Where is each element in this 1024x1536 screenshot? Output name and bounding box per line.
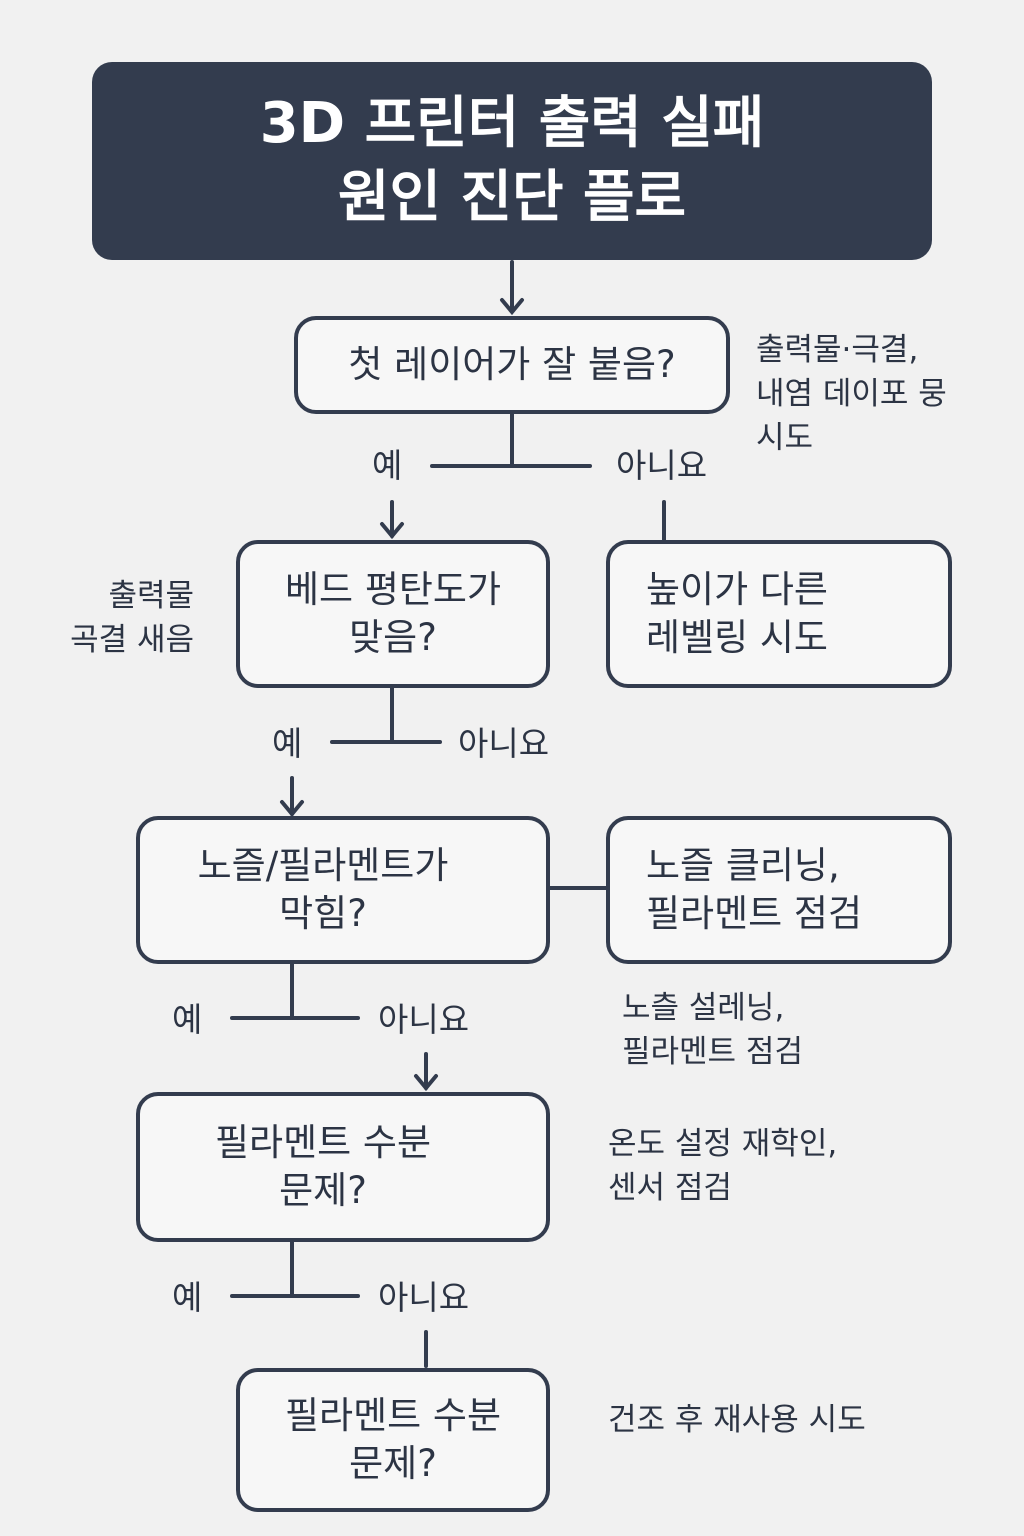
decision-filament-moisture-line-1: 필라멘트 수분 [214,1121,431,1164]
decision-filament-moisture-final-line-1: 필라멘트 수분 [284,1394,501,1437]
decision-nozzle-clog-line-1: 노즐/필라멘트가 [197,844,449,887]
title-line-1: 3D 프린터 출력 실패 [259,91,765,156]
branch-2-yes-label: 예 [272,724,303,763]
decision-filament-moisture-final-line-2: 문제? [349,1442,437,1485]
decision-bed-flatness-line-1: 베드 평탄도가 [284,568,501,611]
branch-4-no-label: 아니요 [378,1278,470,1317]
branch-3-no-label: 아니요 [378,1000,470,1039]
decision-filament-moisture: 필라멘트 수분 문제? [136,1092,550,1242]
note-dry-and-reuse: 건조 후 재사용 시도 [608,1398,866,1442]
decision-nozzle-clog-line-2: 막힘? [279,892,367,935]
decision-filament-moisture-final: 필라멘트 수분 문제? [236,1368,550,1512]
note-dry-and-reuse-line-1: 건조 후 재사용 시도 [608,1402,866,1438]
note-bed-flatness-line-2: 곡결 새음 [70,622,194,658]
action-nozzle-cleaning-line-1: 노즐 클리닝, [646,844,840,887]
note-first-layer: 출력물·극결, 내염 데이포 뭉 시도 [756,328,947,460]
decision-first-layer: 첫 레이어가 잘 붙음? [294,316,730,414]
note-nozzle: 노츨 설레닝, 필라멘트 점검 [622,986,803,1074]
action-releveling-line-2: 레벨링 시도 [646,616,828,659]
note-temperature: 온도 설정 재학인, 센서 점검 [608,1122,837,1210]
action-nozzle-cleaning-line-2: 필라멘트 점검 [646,892,863,935]
action-nozzle-cleaning: 노즐 클리닝, 필라멘트 점검 [606,816,952,964]
branch-4-yes-label: 예 [172,1278,203,1317]
note-first-layer-line-2: 내염 데이포 뭉 [756,376,947,412]
decision-filament-moisture-line-2: 문제? [279,1169,367,1212]
branch-2-no-label: 아니요 [458,724,550,763]
note-bed-flatness: 출력물 곡결 새음 [56,574,194,662]
note-temperature-line-1: 온도 설정 재학인, [608,1126,838,1162]
decision-bed-flatness-line-2: 맞음? [349,616,437,659]
decision-bed-flatness: 베드 평탄도가 맞음? [236,540,550,688]
note-bed-flatness-line-1: 출력물 [108,578,194,614]
branch-1-no-label: 아니요 [616,446,708,485]
diagram-title: 3D 프린터 출력 실패 원인 진단 플로 [92,62,932,260]
action-releveling-line-1: 높이가 다른 [646,568,828,611]
decision-nozzle-clog: 노즐/필라멘트가 막힘? [136,816,550,964]
note-nozzle-line-2: 필라멘트 점검 [622,1034,803,1070]
branch-3-yes-label: 예 [172,1000,203,1039]
note-nozzle-line-1: 노츨 설레닝, [622,990,785,1026]
note-first-layer-line-3: 시도 [756,420,814,456]
action-releveling: 높이가 다른 레벨링 시도 [606,540,952,688]
title-line-2: 원인 진단 플로 [337,165,687,230]
note-temperature-line-2: 센서 점검 [608,1170,732,1206]
decision-first-layer-text: 첫 레이어가 잘 붙음? [348,343,676,386]
note-first-layer-line-1: 출력물·극결, [756,332,919,368]
branch-1-yes-label: 예 [372,446,403,485]
